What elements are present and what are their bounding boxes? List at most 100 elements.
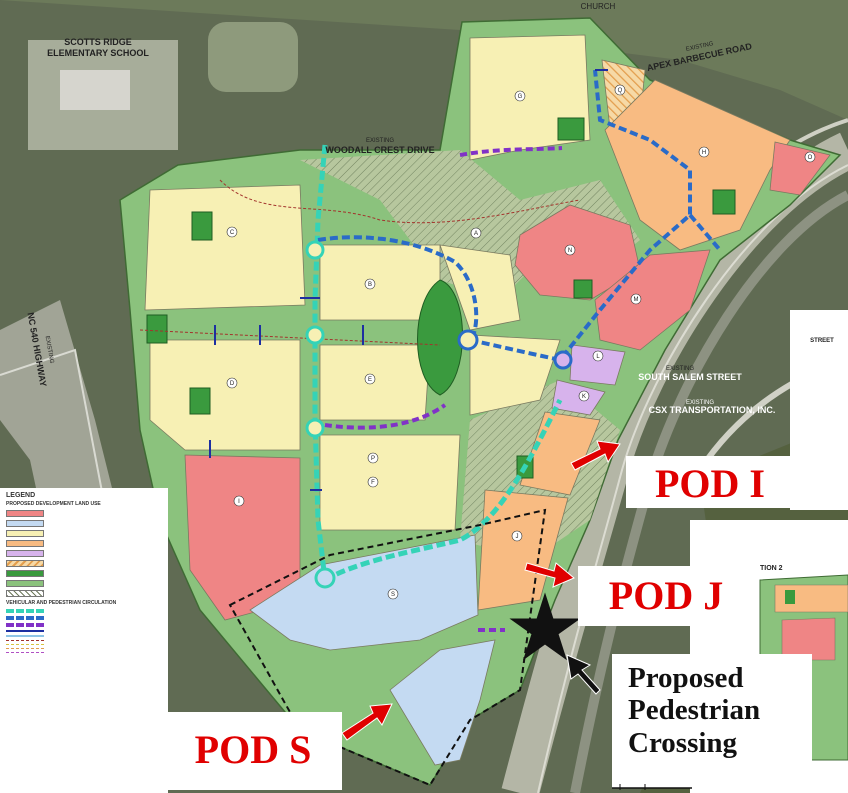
pod-i-callout: POD I [626,456,794,508]
existing-apex-label: EXISTING [685,41,714,53]
pedestrian-connectors [209,69,608,491]
legend-line-ped-arrow [6,630,44,632]
crossing-line-1: Proposed [628,662,744,694]
wetland-line [139,329,441,346]
legend-row [6,520,162,527]
black-arrow-crossing [566,654,601,695]
pod-m-residential [594,249,711,351]
church-label: CHURCH [581,2,616,11]
crossing-star [509,592,581,661]
site-boundary [228,508,547,787]
inset-plan-top [790,310,848,510]
pod-h-commercial [604,79,791,251]
pocket-park [557,117,585,141]
pod-letter-e: E [368,377,372,383]
legend-row [6,510,162,517]
pocket-park [191,211,213,241]
existing-salem-label: EXISTING [666,366,694,372]
pod-letter-f: F [371,480,375,486]
pod-letter-l: L [596,354,600,360]
pocket-park [189,387,211,415]
legend-line-collector [6,609,44,613]
legend-row [6,648,162,649]
local-street [324,403,447,430]
legend-row [6,550,162,557]
map-legend: LEGEND PROPOSED DEVELOPMENT LAND USE VEH… [0,488,168,793]
pod-letter-h: H [702,150,706,156]
legend-row [6,640,162,641]
local-street [459,146,563,157]
woodall-crest-label: WOODALL CREST DRIVE [325,145,434,155]
legend-row [6,560,162,567]
pod-letter-k: K [582,394,586,400]
legend-title: LEGEND [6,492,36,499]
legend-circulation-heading: VEHICULAR AND PEDESTRIAN CIRCULATION [6,600,117,606]
crossing-line-2: Pedestrian [628,694,761,727]
legend-swatch-hatch [6,590,44,597]
existing-woodall-label: EXISTING [366,138,394,144]
pod-letter-s: S [391,592,395,598]
school-label-line2: ELEMENTARY SCHOOL [47,48,149,58]
pod-j-label: POD J [608,573,724,618]
pod-j-callout: POD J [578,566,754,626]
pod-g-residential [469,34,591,161]
legend-line-trail-red [6,640,44,641]
avenue-street [317,235,479,342]
roundabout [305,240,325,260]
school-field [208,22,298,92]
pod-k-recreation [389,639,496,766]
pod-d-residential [149,339,301,451]
pod-k-civic [551,379,606,416]
roundabout [553,350,573,370]
pod-f-residential [319,434,461,531]
pod-letter-g: G [518,94,523,100]
pod-s-callout: POD S [164,712,342,790]
crossing-line-3: Crossing [628,726,738,759]
legend-line-light-arrow [6,635,44,637]
inset-pod-t [781,617,836,661]
legend-swatch-recreation [6,520,44,527]
existing-540-label: EXISTING [44,336,55,365]
pocket-park [573,279,593,299]
pod-l-civic [569,344,626,386]
existing-csx-label: EXISTING [686,400,714,406]
legend-row [6,570,162,577]
legend-row [6,590,162,597]
pod-letter-i: I [238,499,240,505]
central-park [417,279,463,396]
pod-letter-a: A [474,231,478,237]
pod-letter-d: D [230,381,235,387]
red-arrow-pod-s [341,703,393,741]
legend-swatch-single-family [6,510,44,517]
pod-letter-n: N [568,248,572,254]
pocket-park [712,189,736,215]
csx-label: CSX TRANSPORTATION, INC. [649,405,776,415]
pod-ab-east [469,334,561,416]
school-building [60,70,130,110]
pod-e-residential [319,344,431,421]
school-label-line1: SCOTTS RIDGE [64,37,132,47]
collector-street [312,144,328,581]
legend-line-trail-purple [6,652,44,653]
legend-row [6,540,162,547]
legend-line-local [6,623,44,627]
legend-swatch-park [6,570,44,577]
pod-i-label: POD I [655,461,765,506]
legend-row [6,644,162,645]
legend-swatch-residential [6,530,44,537]
avenue-street [688,213,722,252]
pod-letter-q: Q [618,88,623,94]
red-arrow-pod-j [524,562,575,588]
legend-row [6,630,162,632]
pod-letter-p: P [371,456,375,462]
legend-line-trail-yellow [6,644,44,645]
legend-row [6,652,162,653]
legend-swatch-open-space [6,580,44,587]
pod-letter-m: M [634,297,639,303]
pod-letter-o: O [808,155,813,161]
pod-letter-markers: A B C D E F G H I J K L M N O P Q S T [226,84,816,644]
pod-s-recreation [249,534,479,651]
roundabout [457,329,479,351]
pod-s-label: POD S [194,727,312,772]
